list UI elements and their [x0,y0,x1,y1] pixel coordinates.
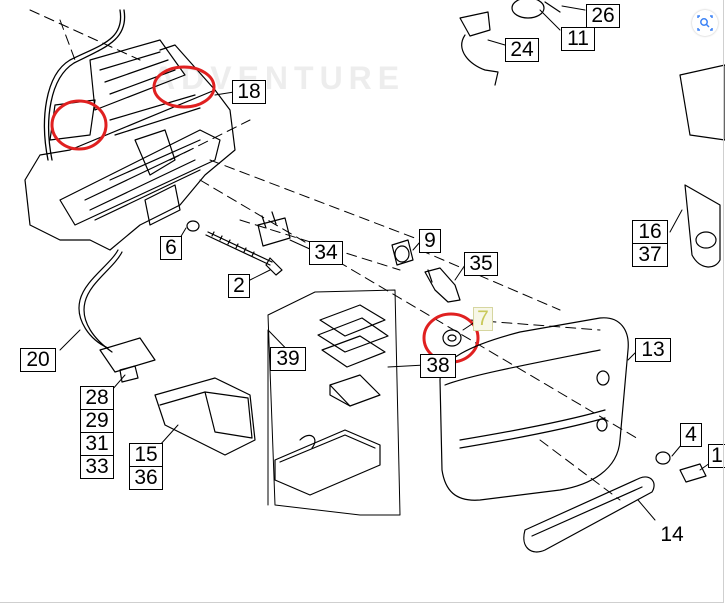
part-label-18: 18 [232,80,266,104]
part-label-4: 4 [680,423,702,447]
part-label-9: 9 [419,229,441,253]
part-label-33: 33 [80,456,114,479]
part-label-15: 15 [129,443,163,467]
top-cable [43,9,122,161]
part-label-24: 24 [505,38,539,62]
part-label-37: 37 [632,244,668,267]
long-screw [205,231,283,276]
part-label-11: 11 [561,27,595,51]
tail-lamp [439,317,629,501]
part-label-13: 13 [635,338,671,362]
reflector-strip [523,476,655,553]
highlight-circles [50,65,480,364]
part-label-38: 38 [420,354,456,378]
part-label-29: 29 [80,410,114,433]
part-label-31: 31 [80,433,114,456]
part-label-28: 28 [80,386,114,410]
part-label-34: 34 [309,241,343,265]
part-label-36: 36 [129,467,163,490]
part-label-26: 26 [586,4,620,28]
part-label-stack-15-36: 15 36 [129,443,163,490]
part-label-stack-16-37: 16 37 [632,220,668,267]
visual-search-button[interactable] [692,10,718,36]
part-label-7: 7 [473,307,493,331]
control-unit [154,377,256,456]
part-label-35: 35 [464,252,498,276]
main-housing [24,39,236,251]
part-label-1: 1 [708,444,725,468]
part-label-14: 14 [660,523,684,546]
part-label-stack-28-33: 28 29 31 33 [80,386,114,479]
part-label-39: 39 [270,347,306,371]
fuse [257,211,291,247]
visual-search-icon [697,15,713,31]
part-label-20: 20 [20,348,56,372]
part-label-16: 16 [632,220,668,244]
part-label-6: 6 [160,236,182,260]
part-label-2: 2 [228,274,250,298]
